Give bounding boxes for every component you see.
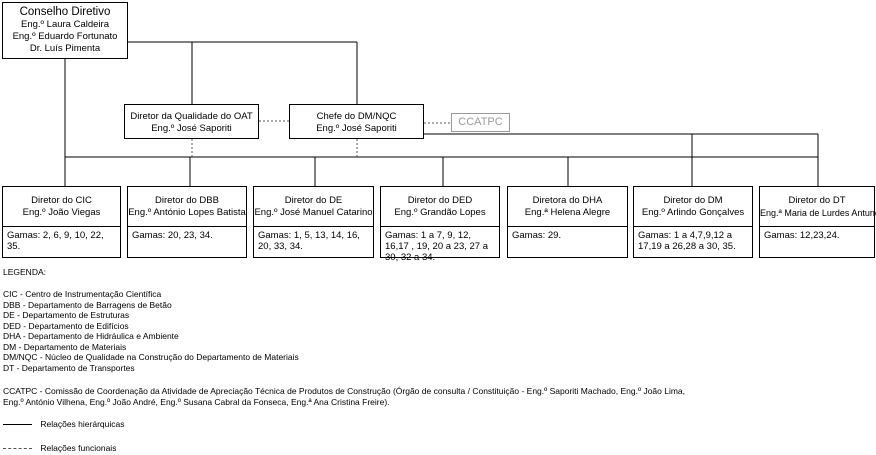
board-title: Conselho Diretivo xyxy=(19,6,111,18)
oat-title: Diretor da Qualidade do OAT xyxy=(130,111,253,122)
dept-title: Diretor do DM xyxy=(663,195,723,206)
key-hierarchical-label: Relações hierárquicas xyxy=(40,419,125,429)
key-hierarchical: Relações hierárquicas xyxy=(3,419,124,429)
dept-dt: Diretor do DT Eng.ª Maria de Lurdes Antu… xyxy=(759,186,876,258)
ccatpc-box: CCATPC xyxy=(451,113,510,132)
dept-title: Diretor do DED xyxy=(407,195,473,206)
dept-person: Eng.º José Manuel Catarino xyxy=(254,207,373,218)
dashed-line-sample xyxy=(3,448,32,450)
legend-item: CIC - Centro de Instrumentação Científic… xyxy=(3,289,162,299)
legend-item: DM - Departamento de Materiais xyxy=(3,341,127,352)
board-member: Eng.º Eduardo Fortunato xyxy=(12,31,118,42)
legend-item: DM/NQC - Núcleo de Qualidade na Construç… xyxy=(3,352,299,362)
ccatpc-note: CCATPC - Comissão de Coordenação da Ativ… xyxy=(3,386,685,407)
dept-title: Diretor do DBB xyxy=(155,195,219,206)
board-member: Eng.º Laura Caldeira xyxy=(21,19,109,30)
dept-head: Diretora do DHA Eng.ª Helena Alegre xyxy=(508,187,627,227)
dept-title: Diretora do DHA xyxy=(532,195,603,206)
dept-head: Diretor do CIC Eng.º João Viegas xyxy=(3,187,120,227)
dept-gamas: Gamas: 12,23,24. xyxy=(764,230,840,241)
legend: LEGENDA: xyxy=(3,267,46,278)
dmnqc-chief-box: Chefe do DM/NQC Eng.º José Saporiti xyxy=(289,104,424,139)
legend-item: DBB - Departamento de Barragens de Betão xyxy=(3,299,172,310)
dmnqc-title: Chefe do DM/NQC xyxy=(316,111,397,122)
dept-title: Diretor do DT xyxy=(788,195,846,206)
board-box: Conselho Diretivo Eng.º Laura Caldeira E… xyxy=(2,2,128,59)
dept-head: Diretor do DED Eng.º Grandão Lopes xyxy=(381,187,499,227)
dept-gamas: Gamas: 20, 23, 34. xyxy=(132,230,213,241)
legend-item: DE - Departamento de Estruturas xyxy=(3,310,130,320)
dept-person: Eng.º Arlindo Gonçalves xyxy=(641,207,745,218)
key-functional: Relações funcionais xyxy=(3,443,116,453)
oat-person: Eng.º José Saporiti xyxy=(151,123,232,134)
dept-head: Diretor do DBB Eng.º António Lopes Batis… xyxy=(128,187,246,227)
dept-dha: Diretora do DHA Eng.ª Helena Alegre Gama… xyxy=(507,186,628,258)
dept-person: Eng.ª Maria de Lurdes Antunes xyxy=(760,208,876,218)
legend-item: DT - Departamento de Transportes xyxy=(3,362,135,373)
legend-item: DED - Departamento de Edifícios xyxy=(3,320,129,331)
dept-gamas: Gamas: 29. xyxy=(512,230,562,241)
dept-gamas: Gamas: 2, 6, 9, 10, 22, 35. xyxy=(7,230,104,252)
dept-gamas: Gamas: 1 a 7, 9, 12, 16,17 , 19, 20 a 23… xyxy=(385,230,489,263)
ccatpc-note-line: Eng.º António Vilhena, Eng.º João André,… xyxy=(3,396,390,407)
dept-dbb: Diretor do DBB Eng.º António Lopes Batis… xyxy=(127,186,247,258)
dept-gamas: Gamas: 1, 5, 13, 14, 16, 20, 33, 34. xyxy=(258,230,360,252)
dept-head: Diretor do DT Eng.ª Maria de Lurdes Antu… xyxy=(760,187,876,227)
dept-title: Diretor do CIC xyxy=(31,195,92,206)
dept-de: Diretor do DE Eng.º José Manuel Catarino… xyxy=(253,186,374,258)
dept-gamas: Gamas: 1 a 4,7,9,12 a 17,19 a 26,28 a 30… xyxy=(638,230,736,252)
legend-item: DHA - Departamento de Hidráulica e Ambie… xyxy=(3,331,179,341)
key-functional-label: Relações funcionais xyxy=(40,443,117,453)
dept-title: Diretor do DE xyxy=(284,195,343,206)
dmnqc-person: Eng.º José Saporiti xyxy=(316,123,397,134)
board-member: Dr. Luís Pimenta xyxy=(29,43,101,54)
ccatpc-note-line: CCATPC - Comissão de Coordenação da Ativ… xyxy=(3,386,686,396)
dept-cic: Diretor do CIC Eng.º João Viegas Gamas: … xyxy=(2,186,121,258)
legend-title: LEGENDA: xyxy=(3,267,46,277)
solid-line-sample xyxy=(3,424,32,426)
dept-person: Eng.º Grandão Lopes xyxy=(394,207,486,218)
ccatpc-label: CCATPC xyxy=(458,116,503,128)
dept-head: Diretor do DE Eng.º José Manuel Catarino xyxy=(254,187,373,227)
dept-person: Eng.ª Helena Alegre xyxy=(524,207,611,218)
oat-director-box: Diretor da Qualidade do OAT Eng.º José S… xyxy=(124,104,259,139)
legend-items: CIC - Centro de Instrumentação Científic… xyxy=(3,289,299,373)
dept-ded: Diretor do DED Eng.º Grandão Lopes Gamas… xyxy=(380,186,500,263)
dept-dm: Diretor do DM Eng.º Arlindo Gonçalves Ga… xyxy=(633,186,753,258)
dept-head: Diretor do DM Eng.º Arlindo Gonçalves xyxy=(634,187,752,227)
dept-person: Eng.º António Lopes Batista xyxy=(128,207,246,218)
dept-person: Eng.º João Viegas xyxy=(22,207,101,218)
